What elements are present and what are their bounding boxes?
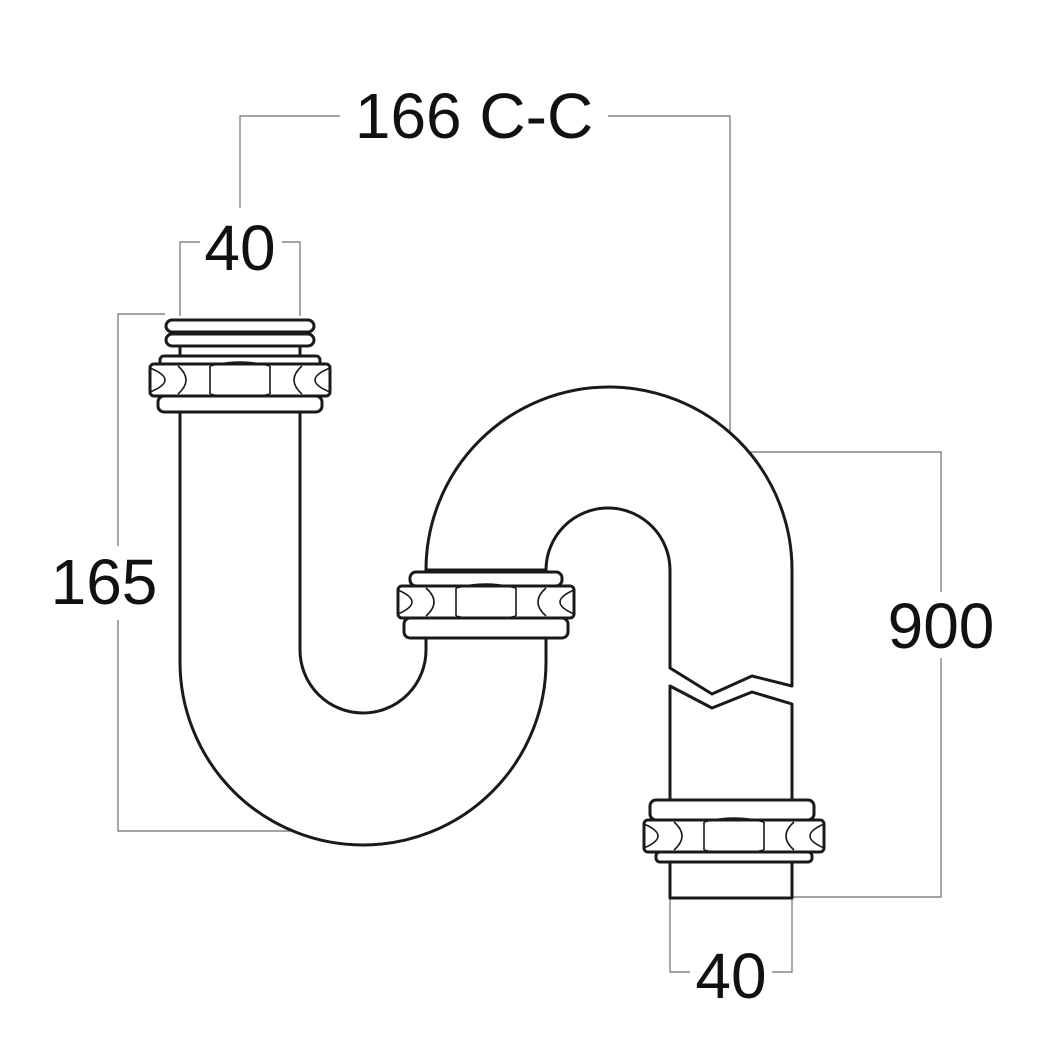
dim-line-outlet-diameter-right	[772, 898, 793, 973]
label-inlet-diameter: 40	[204, 212, 275, 284]
dim-line-trap-height-top	[117, 313, 165, 546]
bottom-nut-washer-bottom	[654, 850, 814, 864]
lower-u-bend	[178, 410, 548, 847]
middle-nut-hex-body	[396, 584, 576, 620]
outlet-tail-pipe	[668, 684, 794, 900]
label-outlet-length: 900	[888, 590, 995, 662]
dim-line-trap-height-bottom	[117, 620, 350, 832]
bottom-compression-nut	[642, 798, 826, 864]
middle-nut-washer-bottom	[402, 616, 570, 640]
label-center-to-center: 166 C-C	[355, 80, 593, 152]
middle-compression-nut	[396, 570, 576, 640]
top-compression-nut	[148, 354, 332, 414]
bottom-nut-hex-body	[642, 818, 826, 854]
upper-u-bend	[424, 385, 794, 696]
dimension-labels: 166 C-C 40 165 900 40	[51, 80, 995, 1012]
inlet-ring-seal-bottom	[164, 332, 316, 348]
top-nut-washer-bottom	[156, 394, 324, 414]
dim-line-inlet-diameter-right	[282, 241, 301, 316]
label-outlet-diameter: 40	[695, 940, 766, 1012]
bottom-nut-washer-top	[648, 798, 816, 822]
dim-line-inlet-diameter-left	[179, 241, 200, 316]
s-trap-body	[164, 318, 794, 900]
dim-line-outlet-diameter-left	[669, 898, 690, 973]
dim-line-center-to-center	[239, 115, 340, 208]
dim-line-outlet-length-bottom	[792, 658, 942, 898]
inlet-ring-seal-top	[164, 318, 316, 334]
top-nut-hex-body	[148, 362, 332, 398]
label-trap-height: 165	[51, 546, 158, 618]
